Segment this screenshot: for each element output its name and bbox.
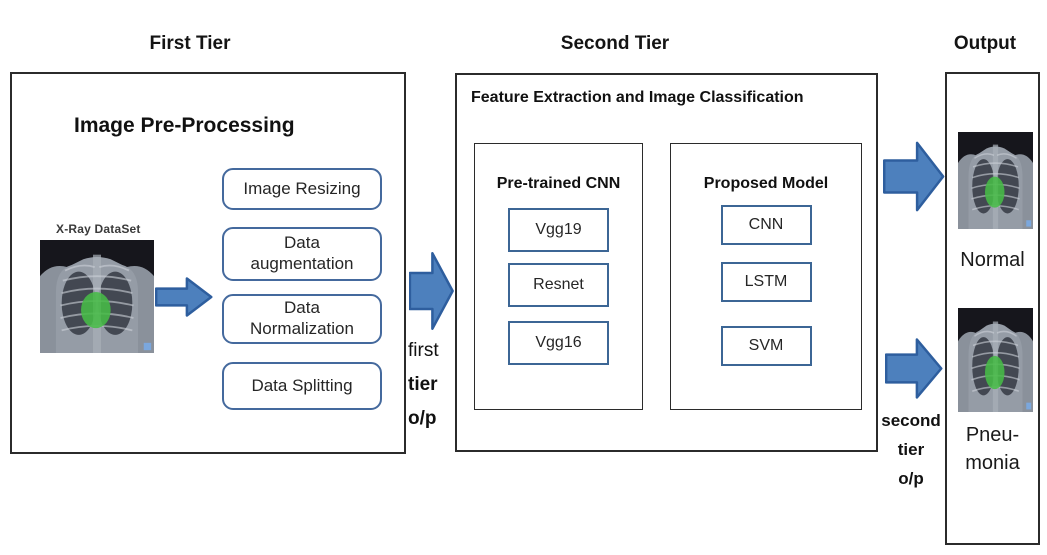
feature-extraction-title: Feature Extraction and Image Classificat… [471,89,804,106]
pretrained-cnn-group: Pre-trained CNN Vgg19 Resnet Vgg16 [474,143,643,410]
model-box-cnn: CNN [720,205,812,245]
first-tier-output-arrow-icon [409,250,454,332]
first-tier-output-label-line3: o/p [408,408,437,429]
model-box-vgg19: Vgg19 [508,208,609,252]
preprocessing-step-image-resizing: Image Resizing [222,168,382,210]
first-tier-output-label-line2: tier [408,374,438,395]
pneumonia-result-label-line1: Pneu- [965,424,1020,446]
second-tier-heading: Second Tier [560,33,670,54]
proposed-model-title: Proposed Model [703,175,829,192]
model-box-resnet: Resnet [508,263,609,307]
output-xray-pneumonia-image [958,308,1033,412]
proposed-model-group: Proposed Model CNN LSTM SVM [670,143,862,410]
pneumonia-result-label: Pneu- monia [945,421,1040,477]
output-xray-normal-image [958,132,1033,229]
model-box-svm: SVM [720,326,812,366]
chest-xray-illustration [958,308,1033,412]
arrow-to-normal-output-icon [883,140,945,213]
chest-xray-illustration [958,132,1033,229]
model-box-vgg16: Vgg16 [508,321,609,365]
first-tier-output-label-line1: first [408,340,439,361]
second-tier-output-label: second tier o/p [878,406,944,493]
image-preprocessing-title: Image Pre-Processing [74,114,295,137]
second-tier-output-label-line2: tier [897,440,925,459]
preprocessing-step-data-augmentation: Data augmentation [222,227,382,281]
first-tier-output-label: first tier o/p [408,334,460,436]
arrow-to-pneumonia-output-icon [885,337,943,400]
xray-dataset-label: X-Ray DataSet [56,222,141,236]
preprocessing-step-data-splitting: Data Splitting [222,362,382,410]
xray-dataset-image [40,240,154,353]
pneumonia-result-label-line2: monia [965,452,1020,474]
chest-xray-illustration [40,240,154,353]
second-tier-output-label-line1: second [881,411,941,430]
normal-result-label: Normal [960,249,1025,271]
second-tier-output-label-line3: o/p [898,469,924,488]
preprocessing-step-data-normalization: Data Normalization [222,294,382,344]
pretrained-cnn-title: Pre-trained CNN [496,175,621,192]
arrow-to-preprocessing-steps-icon [155,276,213,318]
first-tier-heading: First Tier [149,33,231,54]
output-heading: Output [953,33,1017,54]
model-box-lstm: LSTM [720,262,812,302]
